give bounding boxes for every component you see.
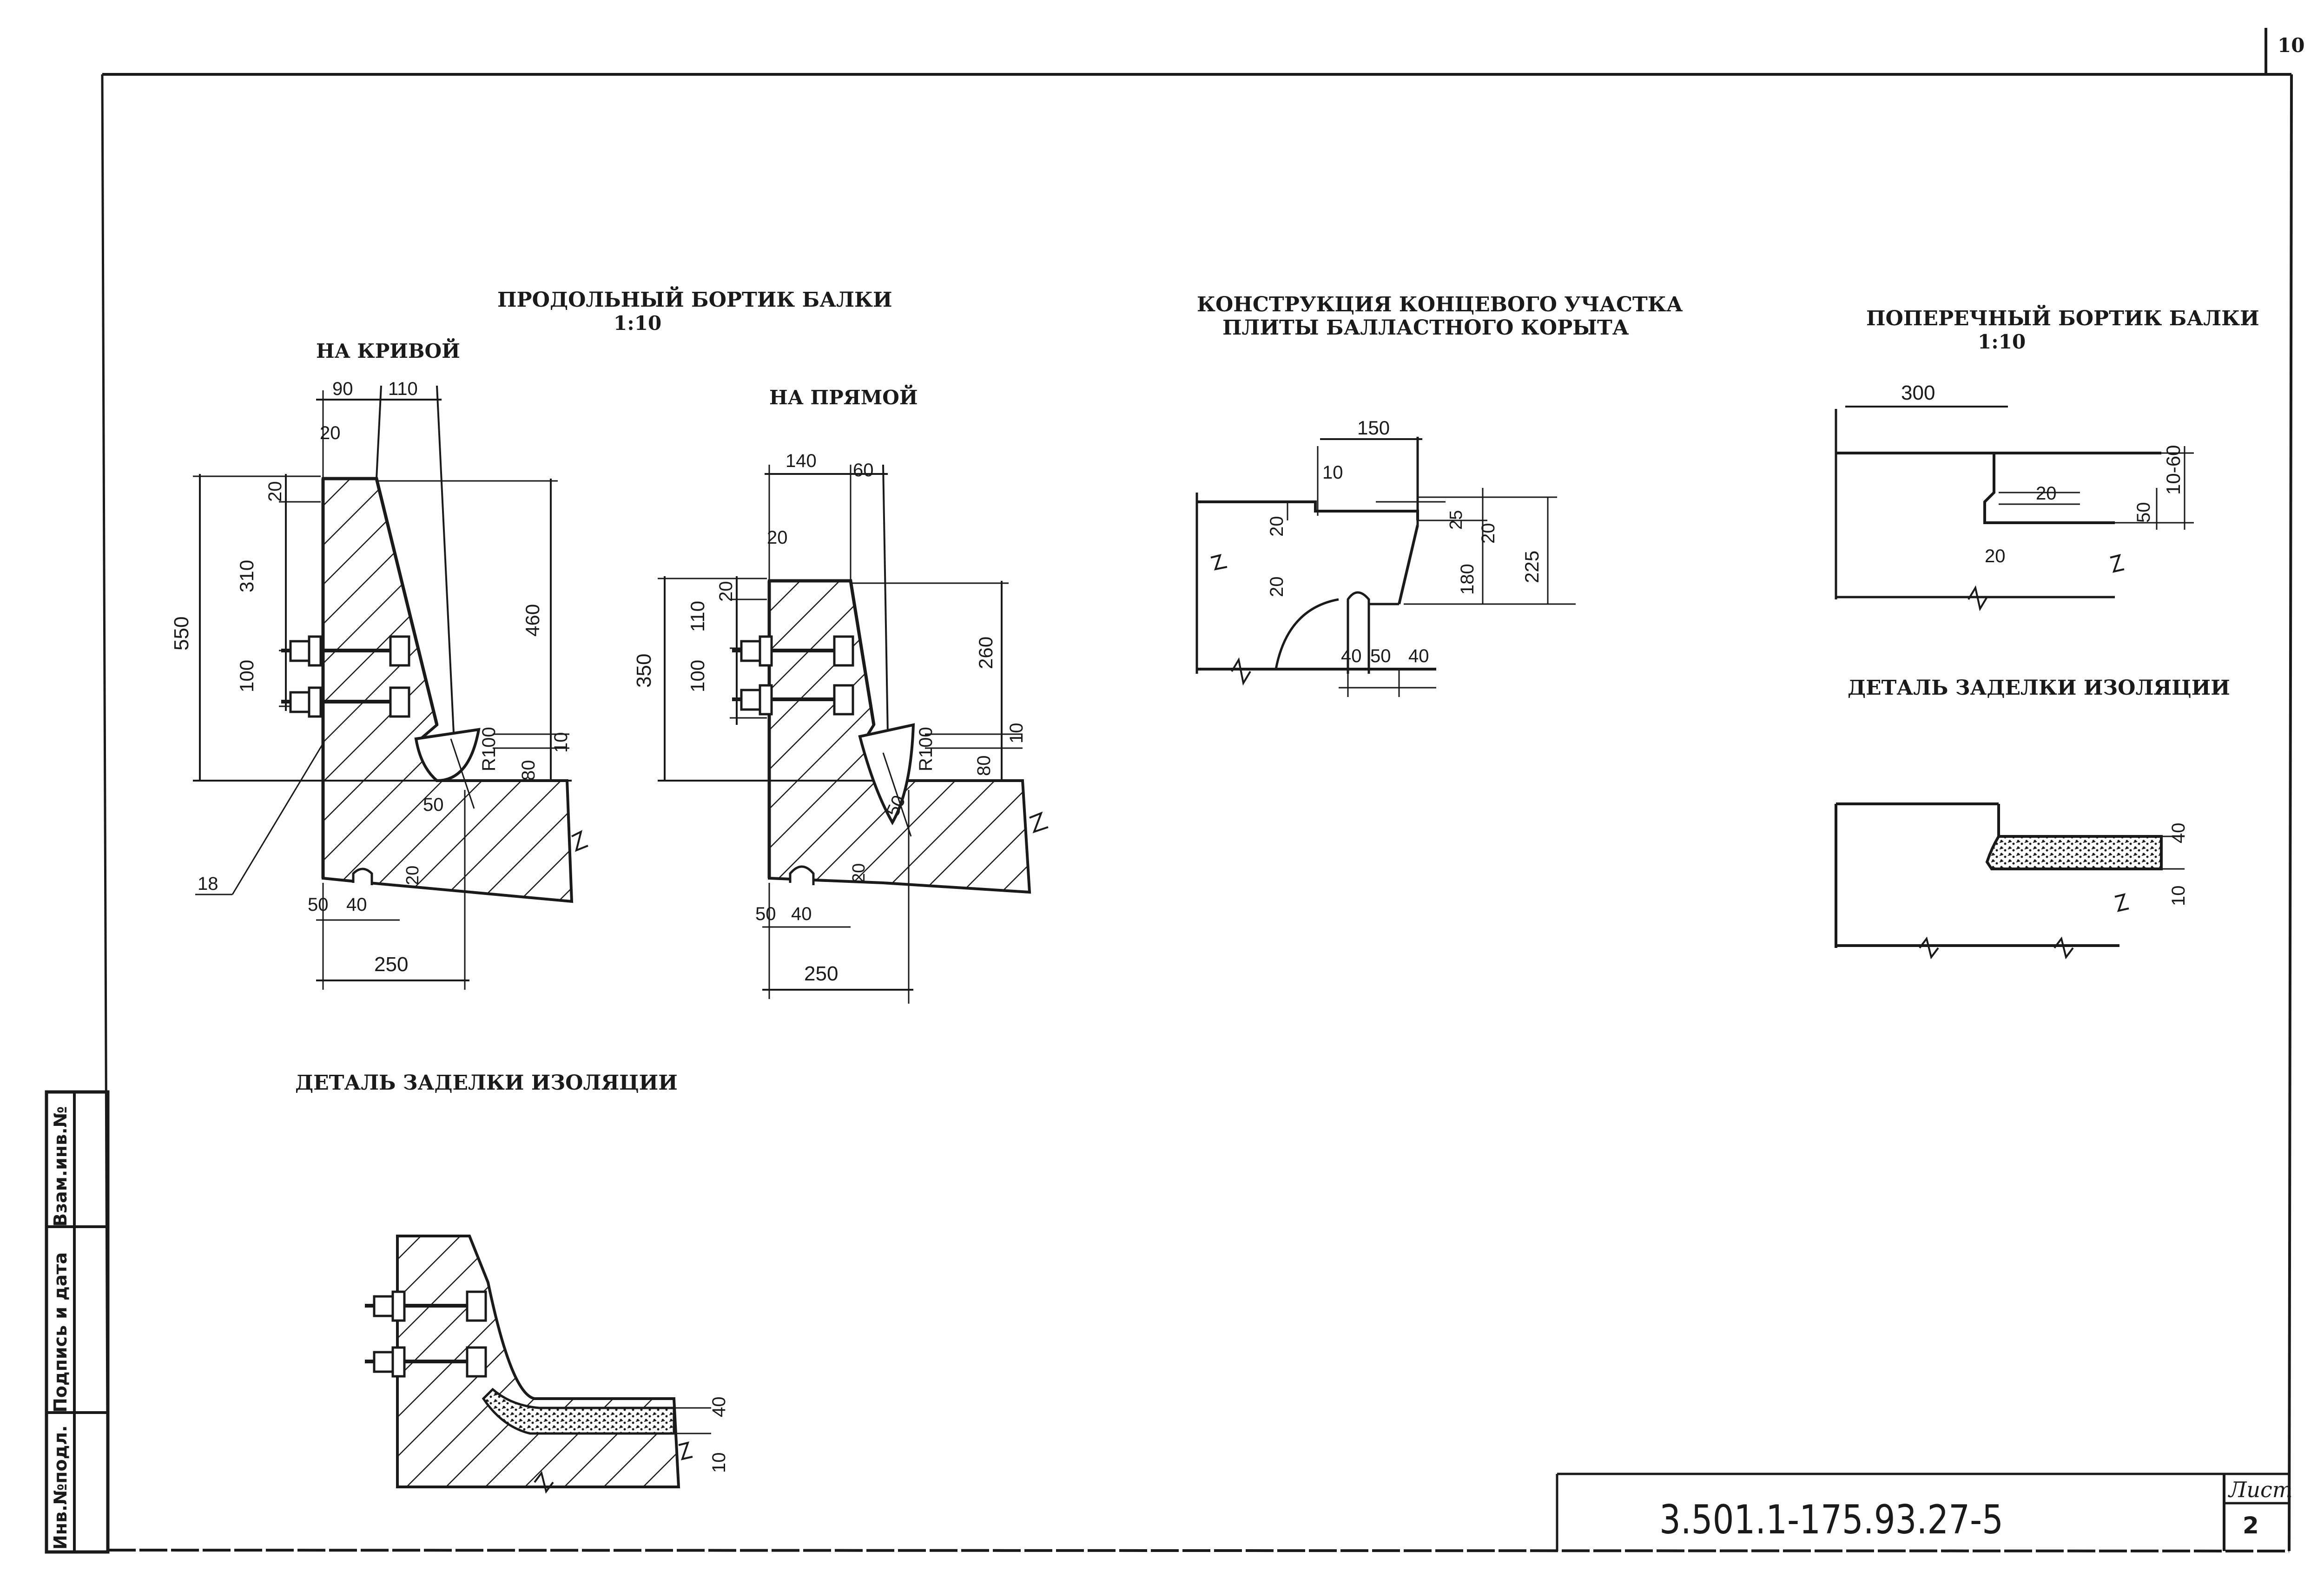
dim-140: 140 (786, 451, 817, 471)
dim-250: 250 (374, 953, 408, 976)
dim-20: 20 (320, 423, 341, 443)
dim-40: 40 (709, 1397, 729, 1418)
insulation-left-drawing (365, 1235, 711, 1494)
dim-20: 20 (716, 581, 736, 602)
dim-550: 550 (170, 617, 193, 651)
dim-40: 40 (2168, 823, 2189, 844)
cross-rim-title: ПОПЕРЕЧНЫЙ БОРТИК БАЛКИ (1866, 304, 2259, 330)
curve-section-drawing (193, 385, 588, 990)
end-section-title-line1: КОНСТРУКЦИЯ КОНЦЕВОГО УЧАСТКА (1197, 293, 1683, 316)
dim-20: 20 (1267, 577, 1287, 598)
dim-25: 25 (1446, 510, 1466, 530)
end-section-title-line2: ПЛИТЫ БАЛЛАСТНОГО КОРЫТА (1222, 316, 1629, 340)
anchor-bolt (365, 1346, 487, 1378)
dim-310: 310 (236, 560, 257, 592)
straight-section-drawing (658, 464, 1049, 1004)
anchor-bolt (281, 635, 410, 667)
dim-40: 40 (1408, 646, 1429, 666)
dim-350: 350 (633, 654, 655, 688)
end-section-drawing (1195, 437, 1576, 697)
long-rim-title: ПРОДОЛЬНЫЙ БОРТИК БАЛКИ (497, 286, 892, 312)
insulation-right-title: ДЕТАЛЬ ЗАДЕЛКИ ИЗОЛЯЦИИ (1848, 676, 2230, 700)
sheet-label: Лист (2228, 1477, 2292, 1502)
dim-80: 80 (518, 760, 539, 781)
strip-label-signature-date: Подпись и дата (50, 1252, 71, 1413)
dim-r100: R100 (916, 727, 936, 771)
dim-10: 10 (551, 732, 571, 753)
dim-10: 10 (1322, 462, 1343, 483)
anchor-bolt (732, 684, 854, 716)
anchor-bolt (732, 635, 854, 667)
dim-50: 50 (308, 894, 329, 915)
dim-20: 20 (767, 527, 788, 548)
dim-110: 110 (388, 379, 418, 399)
strip-label-inv-original: Инв.№подл. (50, 1425, 71, 1550)
dim-10: 10 (2168, 886, 2189, 907)
curve-label: НА КРИВОЙ (316, 338, 460, 362)
dim-20: 20 (1985, 546, 2006, 566)
strip-label-replaced-inv: Взам.инв.№ (50, 1106, 71, 1227)
document-code: 3.501.1-175.93.27-5 (1659, 1497, 2003, 1543)
dim-18: 18 (198, 874, 218, 894)
anchor-bolt (281, 686, 410, 718)
dim-50: 50 (423, 795, 444, 815)
dim-260: 260 (975, 637, 997, 669)
dim-90: 90 (332, 379, 353, 399)
dim-r100: R100 (479, 727, 499, 771)
dim-300: 300 (1901, 381, 1935, 404)
dim-20: 20 (1267, 516, 1287, 537)
sheet-corner-number: 10 (2278, 34, 2304, 57)
insulation-left-title: ДЕТАЛЬ ЗАДЕЛКИ ИЗОЛЯЦИИ (295, 1071, 678, 1095)
cross-rim-drawing (1835, 406, 2194, 611)
dim-100: 100 (236, 660, 257, 692)
dim-20: 20 (849, 863, 869, 883)
dim-40: 40 (346, 894, 367, 915)
dim-80: 80 (974, 756, 994, 776)
dim-50: 50 (1370, 646, 1391, 666)
long-rim-scale: 1:10 (614, 312, 661, 335)
dim-10-60: 10-60 (2162, 445, 2184, 495)
straight-label: НА ПРЯМОЙ (769, 384, 918, 409)
dim-50: 50 (2133, 502, 2154, 523)
dim-110: 110 (687, 601, 708, 632)
dim-20: 20 (265, 481, 285, 502)
dim-20: 20 (1478, 523, 1499, 544)
dim-40: 40 (791, 904, 812, 924)
dim-10: 10 (1006, 723, 1027, 744)
dim-20: 20 (403, 866, 423, 885)
sheet-frame (101, 28, 2293, 1552)
dim-225: 225 (1521, 551, 1543, 583)
anchor-bolt (365, 1290, 487, 1322)
dim-60: 60 (853, 460, 874, 480)
title-block (1556, 1473, 2289, 1551)
insulation-right-drawing (1835, 802, 2185, 960)
dim-100: 100 (687, 660, 708, 692)
left-approval-strip (45, 1090, 110, 1554)
dim-10: 10 (709, 1453, 729, 1473)
dim-150: 150 (1357, 417, 1390, 439)
dim-20: 20 (2036, 483, 2057, 504)
dim-250: 250 (804, 962, 838, 985)
cross-rim-scale: 1:10 (1978, 330, 2026, 353)
dim-460: 460 (522, 604, 543, 637)
sheet-number: 2 (2243, 1512, 2259, 1539)
dim-40: 40 (1341, 646, 1362, 666)
dim-50: 50 (755, 904, 776, 924)
dim-180: 180 (1457, 564, 1478, 595)
